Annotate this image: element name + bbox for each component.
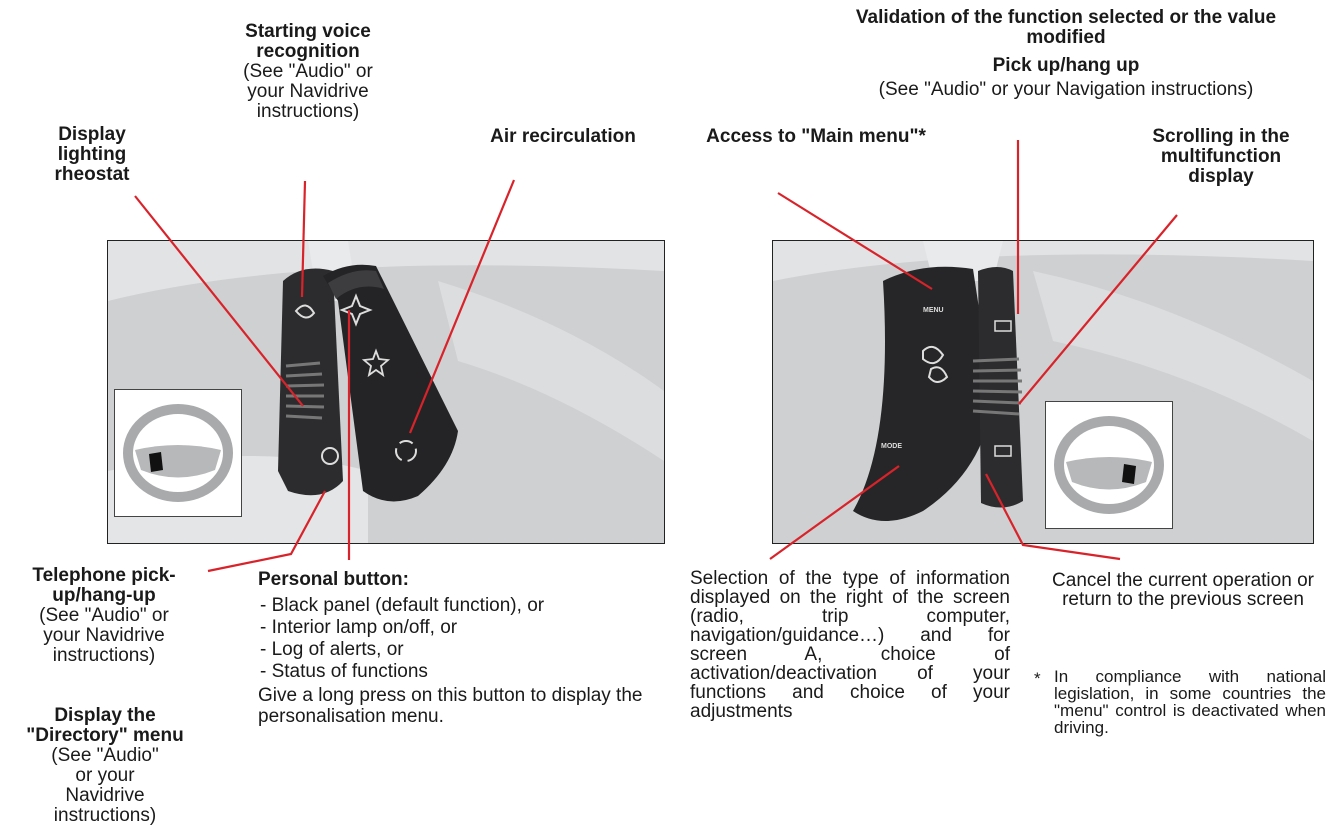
- cancel-text: Cancel the current operation or return t…: [1038, 571, 1326, 609]
- selection-text: Selection of the type of information dis…: [690, 569, 1010, 721]
- directory-sub: (See "Audio" or your Navidrive instructi…: [0, 746, 210, 826]
- list-item: - Black panel (default function), or: [258, 595, 670, 617]
- scrolling-title: Scrolling in the multifunction display: [1118, 127, 1324, 187]
- personal-button-list: - Black panel (default function), or - I…: [258, 595, 670, 683]
- main-menu-title: Access to "Main menu"*: [706, 127, 926, 147]
- leader-main-menu: [778, 193, 932, 289]
- list-item: - Interior lamp on/off, or: [258, 617, 670, 639]
- pickup-sub: (See "Audio" or your Navigation instruct…: [806, 80, 1326, 100]
- personal-button-block: Personal button: - Black panel (default …: [258, 570, 670, 727]
- telephone-label: Telephone pick-up/hang-up (See "Audio" o…: [4, 566, 204, 666]
- telephone-sub: (See "Audio" or your Navidrive instructi…: [4, 606, 204, 666]
- voice-recognition-label: Starting voice recognition (See "Audio" …: [228, 22, 388, 122]
- leader-cancel: [986, 474, 1120, 559]
- list-item: - Status of functions: [258, 661, 670, 683]
- leader-air: [410, 180, 514, 433]
- leader-rheostat: [135, 196, 303, 406]
- leader-scrolling: [1019, 215, 1177, 404]
- telephone-title: Telephone pick-up/hang-up: [4, 566, 204, 606]
- voice-recognition-sub: (See "Audio" or your Navidrive instructi…: [228, 62, 388, 122]
- leader-telephone: [208, 491, 325, 571]
- scrolling-label: Scrolling in the multifunction display: [1118, 127, 1324, 187]
- list-item: - Log of alerts, or: [258, 639, 670, 661]
- footnote: * In compliance with national legislatio…: [1034, 668, 1326, 736]
- display-rheostat-label: Display lighting rheostat: [42, 125, 142, 185]
- main-menu-label: Access to "Main menu"*: [706, 127, 926, 147]
- air-recirculation-title: Air recirculation: [458, 127, 668, 147]
- validation-pickup-label: Validation of the function selected or t…: [806, 8, 1326, 100]
- display-rheostat-title: Display lighting rheostat: [42, 125, 142, 185]
- pickup-title: Pick up/hang up: [806, 56, 1326, 76]
- voice-recognition-title: Starting voice recognition: [228, 22, 388, 62]
- personal-button-title: Personal button:: [258, 570, 670, 590]
- directory-label: Display the "Directory" menu (See "Audio…: [0, 706, 210, 826]
- leader-selection: [770, 466, 899, 559]
- validation-title: Validation of the function selected or t…: [806, 8, 1326, 48]
- footnote-text: In compliance with national legislation,…: [1054, 668, 1326, 736]
- air-recirculation-label: Air recirculation: [458, 127, 668, 147]
- leader-voice: [302, 181, 305, 297]
- footnote-mark: *: [1034, 670, 1041, 687]
- personal-button-note: Give a long press on this button to disp…: [258, 685, 670, 727]
- directory-title: Display the "Directory" menu: [0, 706, 210, 746]
